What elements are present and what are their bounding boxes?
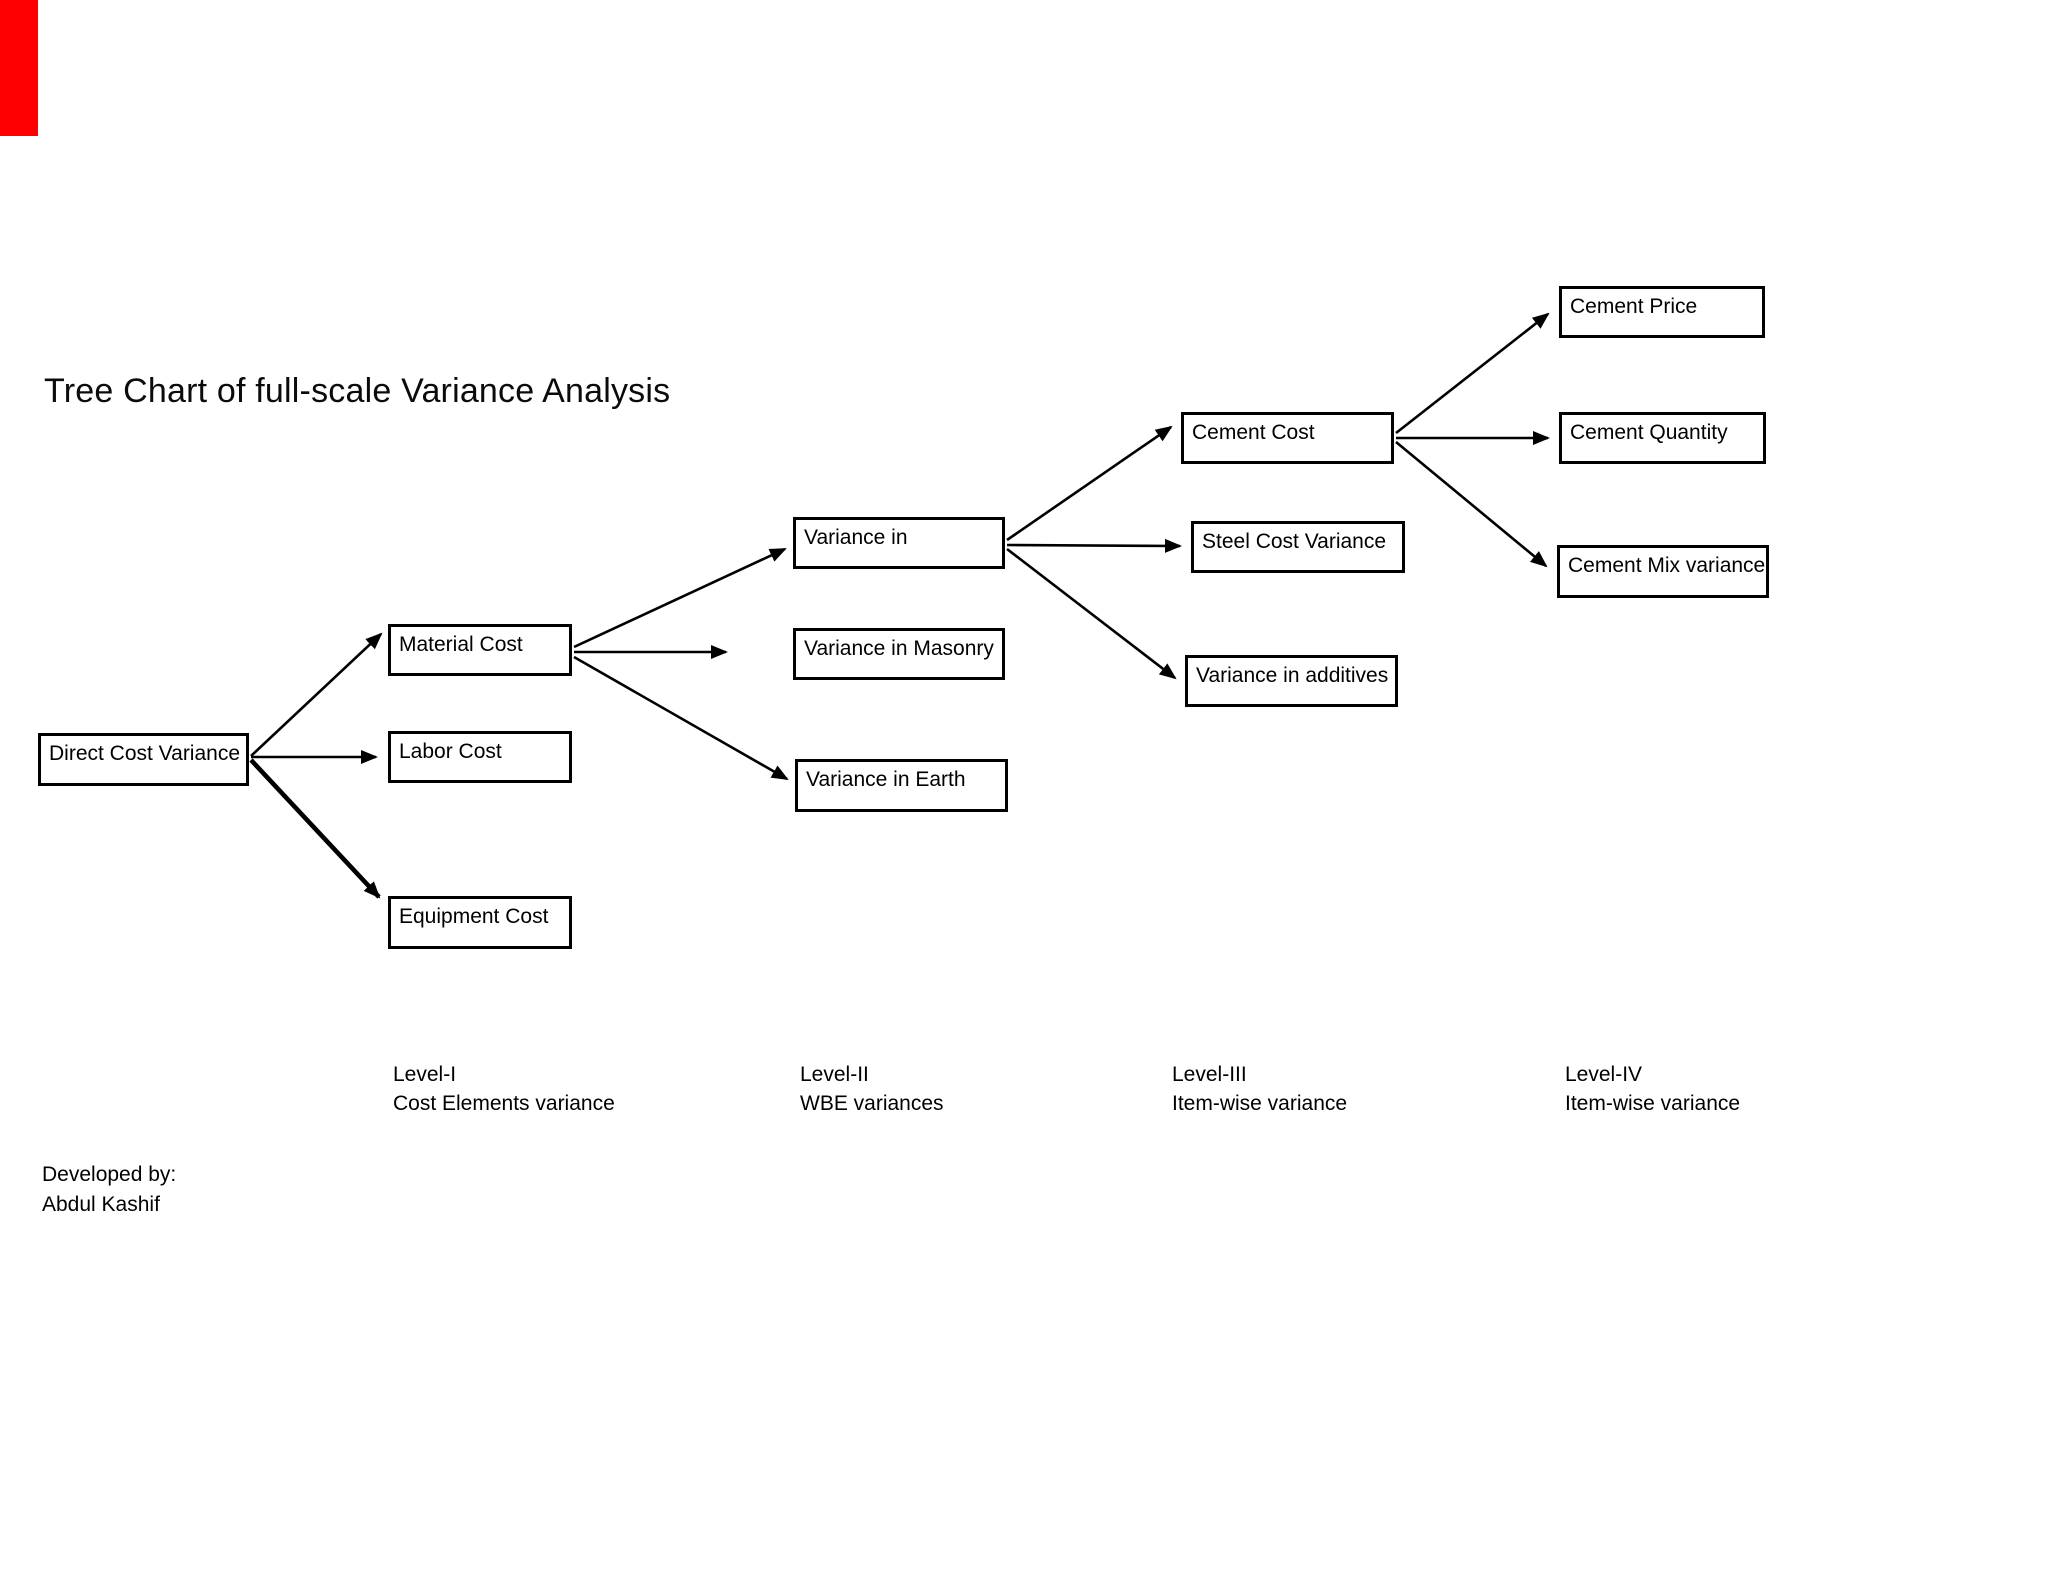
level-name: Level-I bbox=[393, 1063, 457, 1086]
tree-node-label: Cement Mix variance bbox=[1568, 554, 1766, 577]
tree-node-earth: Variance in Earth bbox=[795, 759, 1008, 812]
tree-node-label: Equipment Cost bbox=[399, 905, 549, 928]
tree-node-material: Material Cost bbox=[388, 624, 572, 676]
level-description: WBE variances bbox=[800, 1092, 944, 1115]
credits-line2: Abdul Kashif bbox=[42, 1193, 160, 1216]
tree-node-label: Cement Quantity bbox=[1570, 421, 1728, 444]
edge-material-earth bbox=[573, 655, 789, 781]
tree-node-quantity: Cement Quantity bbox=[1559, 412, 1766, 464]
level-caption-2: Level-II WBE variances bbox=[800, 1060, 944, 1118]
level-description: Item-wise variance bbox=[1172, 1092, 1348, 1115]
credits-line1: Developed by: bbox=[42, 1163, 177, 1186]
tree-node-label: Direct Cost Variance bbox=[49, 742, 241, 765]
red-accent-bar bbox=[0, 0, 38, 136]
level-description: Cost Elements variance bbox=[393, 1092, 615, 1115]
edge-variance_in-steel bbox=[1006, 538, 1182, 553]
tree-node-label: Variance in Earth bbox=[806, 768, 966, 791]
level-caption-3: Level-III Item-wise variance bbox=[1172, 1060, 1347, 1118]
level-name: Level-IV bbox=[1565, 1063, 1643, 1086]
tree-node-label: Cement Cost bbox=[1192, 421, 1315, 444]
tree-node-direct: Direct Cost Variance bbox=[38, 733, 249, 786]
tree-node-label: Variance in bbox=[804, 526, 908, 549]
tree-node-price: Cement Price bbox=[1559, 286, 1765, 338]
page-title: Tree Chart of full-scale Variance Analys… bbox=[44, 372, 671, 410]
edge-cement_cost-price bbox=[1395, 312, 1550, 435]
tree-node-steel: Steel Cost Variance bbox=[1191, 521, 1405, 573]
edge-direct-material bbox=[250, 632, 383, 757]
level-caption-1: Level-I Cost Elements variance bbox=[393, 1060, 615, 1118]
tree-node-labor: Labor Cost bbox=[388, 731, 572, 783]
edge-material-variance_in bbox=[573, 547, 787, 649]
tree-node-mix: Cement Mix variance bbox=[1557, 545, 1769, 598]
tree-node-label: Variance in Masonry bbox=[804, 637, 994, 660]
level-name: Level-III bbox=[1172, 1063, 1247, 1086]
tree-node-variance_in: Variance in bbox=[793, 517, 1005, 569]
level-caption-4: Level-IV Item-wise variance bbox=[1565, 1060, 1740, 1118]
edge-cement_cost-mix bbox=[1395, 440, 1548, 568]
tree-node-additives: Variance in additives bbox=[1185, 655, 1398, 707]
edge-variance_in-additives bbox=[1006, 547, 1177, 680]
tree-node-label: Labor Cost bbox=[399, 740, 502, 763]
tree-node-masonry: Variance in Masonry bbox=[793, 628, 1005, 680]
tree-node-label: Cement Price bbox=[1570, 295, 1698, 318]
edge-variance_in-cement_cost bbox=[1006, 425, 1173, 542]
credits-block: Developed by: Abdul Kashif bbox=[42, 1160, 176, 1220]
edge-direct-equipment bbox=[249, 758, 381, 899]
level-description: Item-wise variance bbox=[1565, 1092, 1741, 1115]
tree-node-label: Variance in additives bbox=[1196, 664, 1389, 687]
tree-node-cement_cost: Cement Cost bbox=[1181, 412, 1394, 464]
tree-node-equipment: Equipment Cost bbox=[388, 896, 572, 949]
tree-node-label: Steel Cost Variance bbox=[1202, 530, 1387, 553]
level-name: Level-II bbox=[800, 1063, 869, 1086]
tree-node-label: Material Cost bbox=[399, 633, 523, 656]
